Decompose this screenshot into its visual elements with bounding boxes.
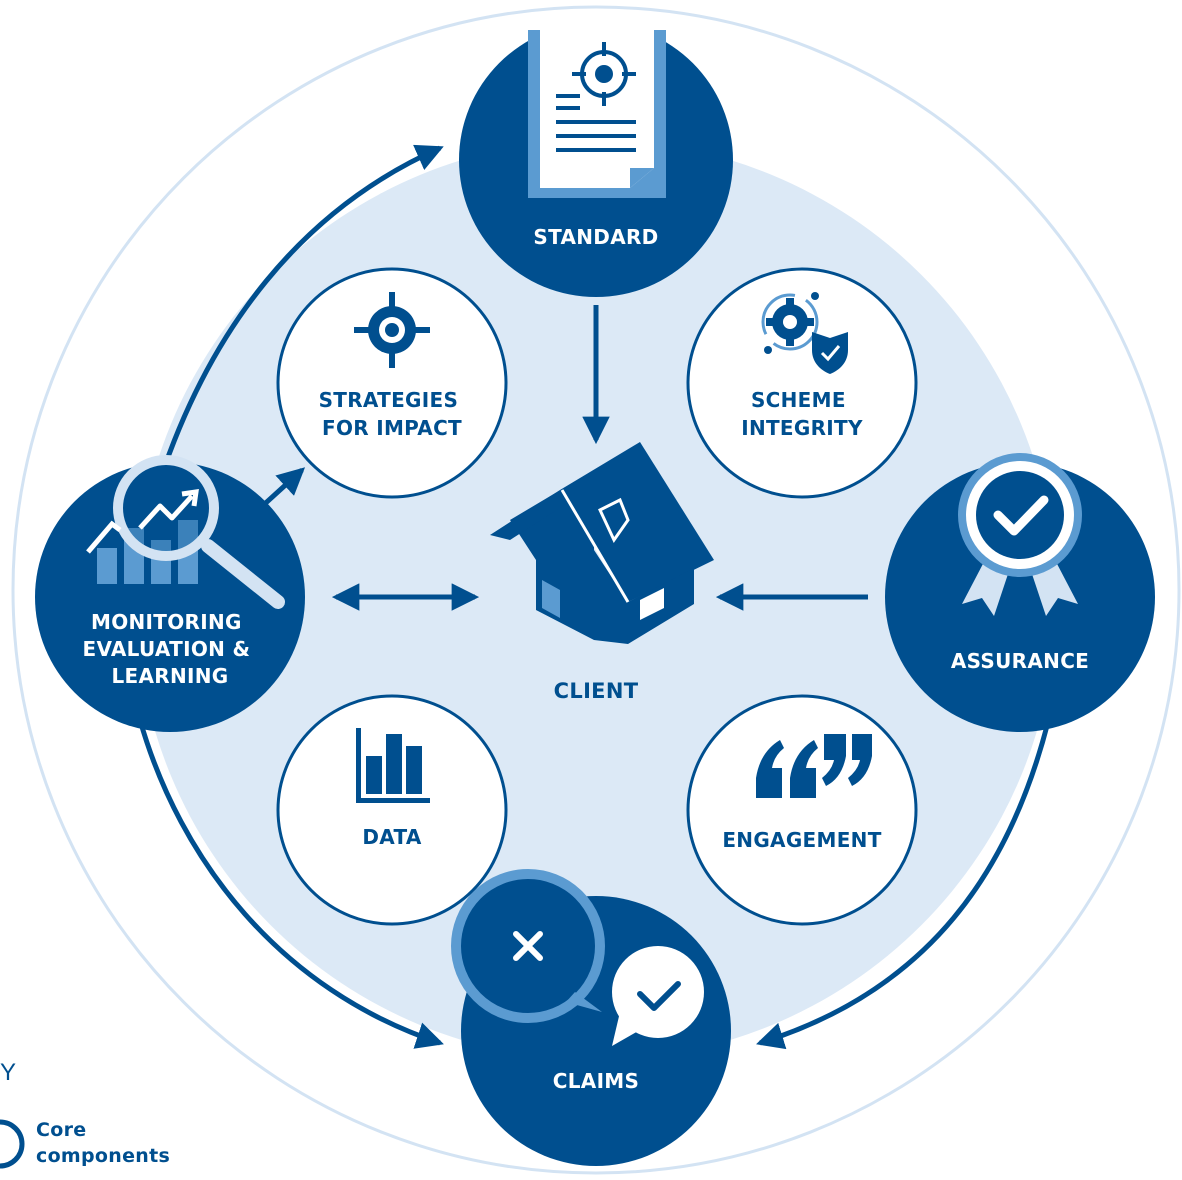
scheme-integrity-label: SCHEME INTEGRITY xyxy=(741,388,863,440)
node-mel[interactable]: MONITORING EVALUATION & LEARNING xyxy=(35,455,305,732)
house-icon xyxy=(490,442,714,644)
magnifier-chart-icon xyxy=(86,455,285,609)
node-strategies-for-impact[interactable]: STRATEGIES FOR IMPACT xyxy=(276,267,508,499)
legend-swatch xyxy=(0,1119,25,1169)
bar-chart-icon xyxy=(356,728,430,803)
node-scheme-integrity[interactable]: SCHEME INTEGRITY xyxy=(686,267,918,499)
rosette-check-icon xyxy=(958,453,1082,616)
quote-marks-icon xyxy=(756,734,872,798)
flow-arrow-mel-to-standard xyxy=(157,144,444,481)
client-label: CLIENT xyxy=(554,679,639,703)
node-claims[interactable]: CLAIMS xyxy=(451,869,731,1166)
legend: Y Core components xyxy=(0,1059,170,1169)
mel-label: MONITORING EVALUATION & LEARNING xyxy=(83,610,258,688)
data-label: DATA xyxy=(362,825,422,849)
speech-bubbles-icon xyxy=(451,869,704,1046)
flow-arrow-assurance-to-claims xyxy=(756,721,1051,1050)
node-client[interactable]: CLIENT xyxy=(490,442,714,703)
strategies-label: STRATEGIES FOR IMPACT xyxy=(319,388,466,440)
assurance-label: ASSURANCE xyxy=(951,649,1089,673)
flow-arrow-mel-to-claims xyxy=(137,719,444,1049)
node-data[interactable]: DATA xyxy=(276,694,508,926)
node-assurance[interactable]: ASSURANCE xyxy=(885,453,1155,732)
legend-fragment: Y xyxy=(0,1059,16,1086)
engagement-label: ENGAGEMENT xyxy=(722,828,881,852)
legend-label: Core components xyxy=(36,1119,170,1167)
node-engagement[interactable]: ENGAGEMENT xyxy=(686,694,918,926)
claims-label: CLAIMS xyxy=(553,1069,639,1093)
target-icon xyxy=(354,292,430,368)
standard-label: STANDARD xyxy=(533,225,658,249)
node-standard[interactable]: STANDARD xyxy=(459,18,733,297)
document-target-icon xyxy=(528,18,666,198)
gear-shield-icon xyxy=(761,292,848,374)
